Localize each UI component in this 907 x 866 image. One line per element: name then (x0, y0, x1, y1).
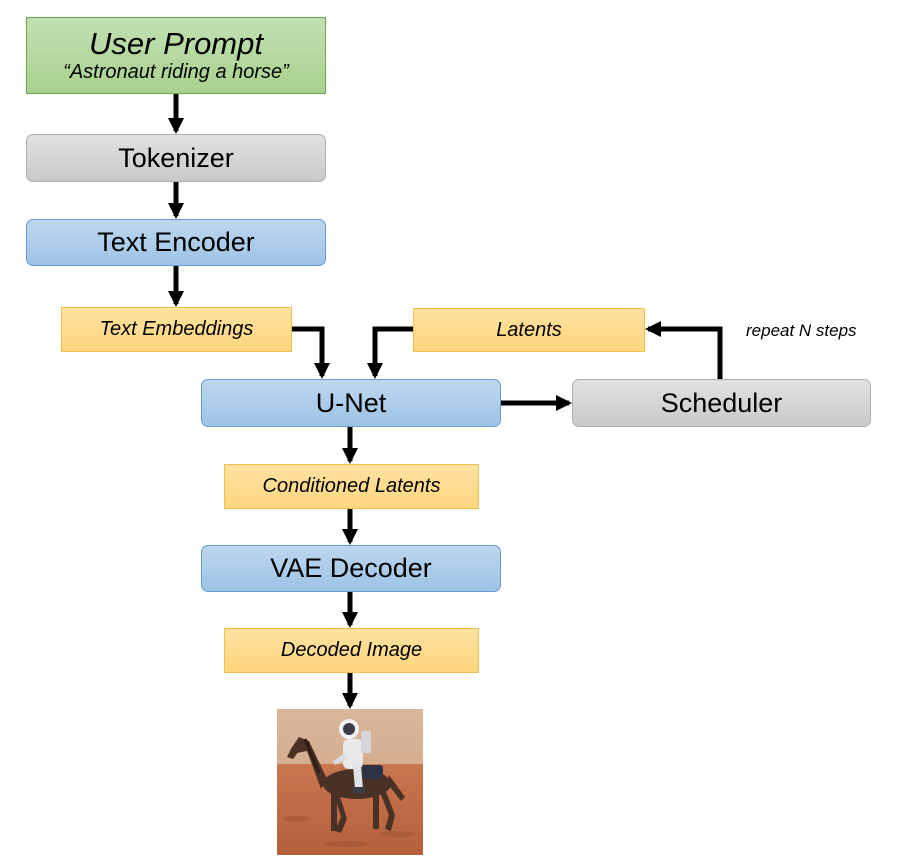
conditioned-latents-node: Conditioned Latents (224, 464, 479, 509)
unet-node: U-Net (201, 379, 501, 427)
arrow-scheduler-to-latents (644, 321, 723, 379)
decoded-image-node: Decoded Image (224, 628, 479, 673)
tokenizer-node: Tokenizer (26, 134, 326, 182)
latents-node: Latents (413, 308, 645, 352)
text-embeddings-node: Text Embeddings (61, 307, 292, 352)
vae-decoder-node: VAE Decoder (201, 545, 501, 592)
arrow-embeddings-to-unet (292, 326, 331, 380)
arrow-latents-to-unet (367, 326, 413, 380)
user-prompt-title: User Prompt (89, 25, 263, 61)
text-encoder-node: Text Encoder (26, 219, 326, 266)
scheduler-node: Scheduler (572, 379, 871, 427)
astronaut-horse-image (277, 709, 423, 855)
user-prompt-node: User Prompt “Astronaut riding a horse” (26, 17, 326, 94)
user-prompt-text: “Astronaut riding a horse” (63, 61, 289, 84)
repeat-steps-label: repeat N steps (746, 321, 857, 340)
